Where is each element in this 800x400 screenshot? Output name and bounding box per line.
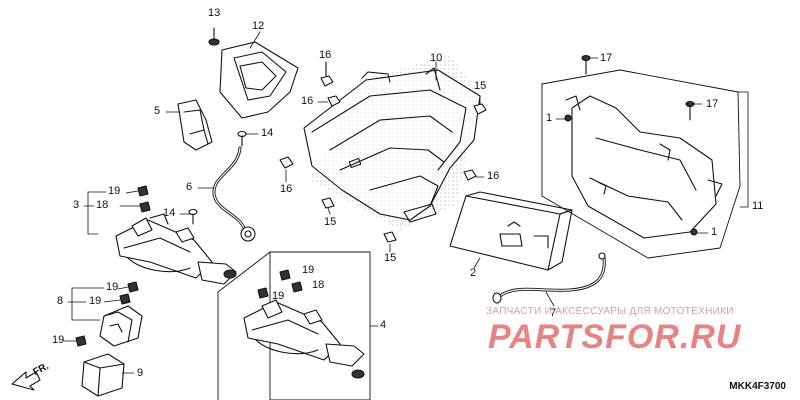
- callout-4: 4: [380, 319, 387, 331]
- callout-7: 7: [550, 307, 557, 319]
- callout-14: 14: [163, 207, 176, 219]
- callout-15: 15: [474, 80, 487, 92]
- part-9-cover: [81, 353, 125, 397]
- callout-19: 19: [272, 290, 285, 302]
- part-4-relay-assembly: [243, 299, 365, 379]
- callout-19: 19: [89, 295, 102, 307]
- part-15-clip-b: [321, 197, 335, 209]
- part-15-clip-c: [383, 231, 397, 243]
- part-4-box-frame: [217, 251, 371, 400]
- callout-6: 6: [186, 181, 193, 193]
- callout-16: 16: [301, 95, 314, 107]
- callout-19: 19: [108, 185, 121, 197]
- callout-12: 12: [252, 20, 265, 32]
- part-16-nut-d: [463, 169, 477, 181]
- callout-3: 3: [73, 199, 80, 211]
- part-14-bolt-a: [237, 130, 247, 147]
- callout-11: 11: [752, 200, 764, 212]
- part-14-bolt-b: [188, 208, 198, 225]
- part-11-battery-box: [541, 69, 741, 259]
- part-7-cable: [492, 252, 606, 304]
- callout-17: 17: [600, 52, 613, 64]
- part-19-terminals: [75, 185, 303, 347]
- callout-19: 19: [302, 264, 315, 276]
- watermark-tagline: ЗАПЧАСТИ И АКСЕССУАРЫ ДЛЯ МОТОТЕХНИКИ: [486, 306, 734, 317]
- callout-8: 8: [57, 295, 64, 307]
- front-direction-arrow-icon: [11, 371, 41, 391]
- diagram-code: MKK4F3700: [729, 381, 786, 392]
- callout-18: 18: [312, 279, 325, 291]
- callout-2: 2: [470, 267, 477, 279]
- part-5-bracket: [177, 99, 213, 151]
- part-8-relay: [99, 305, 143, 347]
- callout-16: 16: [319, 49, 332, 61]
- callout-1: 1: [546, 112, 553, 124]
- part-16-nut-a: [320, 61, 334, 87]
- leader-lines: [63, 31, 749, 374]
- callout-17: 17: [706, 98, 719, 110]
- part-10-frame: [303, 67, 481, 223]
- callout-15: 15: [324, 216, 337, 228]
- watermark-logo[interactable]: PARTSFOR.RU: [488, 318, 742, 356]
- callout-16: 16: [487, 170, 500, 182]
- part-6-wire: [212, 146, 256, 242]
- part-1-grommet-a: [564, 114, 572, 122]
- part-2-battery: [449, 191, 573, 271]
- callout-15: 15: [384, 252, 397, 264]
- callout-19: 19: [106, 281, 119, 293]
- part-16-nut-c: [279, 156, 294, 169]
- part-12-cover: [219, 41, 299, 119]
- part-17-bolt-a: [581, 54, 591, 75]
- callout-19: 19: [52, 334, 65, 346]
- part-3-relay-assembly: [115, 213, 237, 285]
- callout-14: 14: [261, 127, 274, 139]
- part-13-bolt: [208, 27, 220, 46]
- part-16-nut-b: [327, 95, 341, 107]
- callout-1: 1: [711, 226, 718, 238]
- part-15-clip-a: [473, 103, 487, 115]
- part-1-grommet-b: [690, 228, 698, 236]
- callout-5: 5: [154, 105, 161, 117]
- part-17-bolt-b: [685, 100, 695, 121]
- callout-13: 13: [208, 7, 221, 19]
- callout-18: 18: [96, 199, 109, 211]
- callout-10: 10: [430, 52, 443, 64]
- callout-9: 9: [137, 367, 144, 379]
- callout-16: 16: [280, 183, 293, 195]
